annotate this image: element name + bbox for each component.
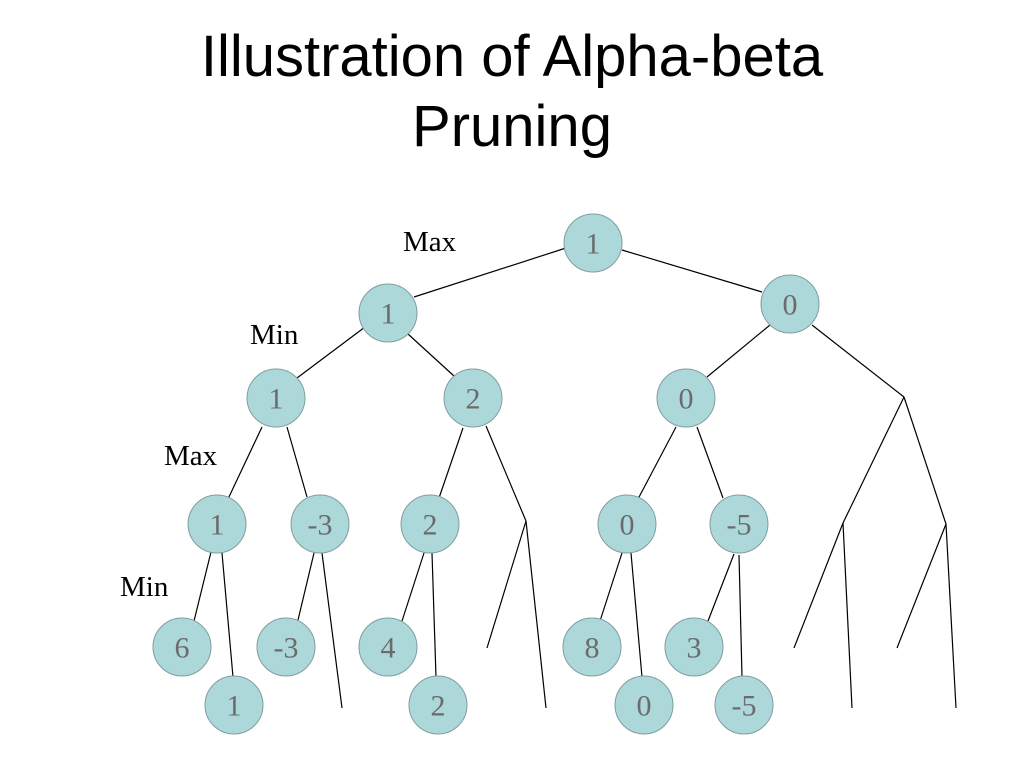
edge	[297, 552, 315, 621]
tree-nodes: 1 1 0 1 2 0 1 -3	[152, 213, 820, 735]
edge	[637, 426, 677, 500]
node-value: 2	[431, 690, 446, 723]
node-value: -3	[274, 632, 299, 665]
edge	[486, 520, 527, 649]
level-label-max: Max	[403, 226, 457, 258]
node-value: 1	[210, 509, 225, 542]
leaf-node: -3	[256, 617, 316, 677]
edge	[811, 324, 905, 398]
node-value: 1	[227, 690, 242, 723]
edge	[193, 551, 212, 622]
node-min-a1: 1	[187, 494, 247, 554]
leaf-node: 8	[562, 617, 622, 677]
node-max-a: 1	[246, 368, 306, 428]
node-value: 2	[466, 383, 481, 416]
edge	[413, 247, 567, 298]
edge	[696, 426, 724, 499]
node-min-b1: 2	[400, 494, 460, 554]
title-line-1: Illustration of Alpha-beta	[200, 24, 824, 89]
node-value: 0	[637, 690, 652, 723]
level-labels: Max Min Max Min	[120, 226, 457, 603]
edge	[407, 333, 455, 377]
edge	[842, 522, 853, 709]
node-min-a2: -3	[290, 494, 350, 554]
node-max-c: 0	[656, 368, 716, 428]
edge	[296, 326, 366, 379]
node-root: 1	[563, 213, 623, 273]
node-value: 2	[423, 509, 438, 542]
slide-title: Illustration of Alpha-beta Pruning	[0, 22, 1024, 162]
level-label-min: Min	[250, 319, 299, 351]
edge	[321, 552, 343, 709]
node-value: -3	[308, 509, 333, 542]
edge	[485, 425, 527, 522]
leaf-node: 6	[152, 617, 212, 677]
edge	[401, 552, 425, 622]
leaf-node: 1	[204, 675, 264, 735]
node-value: 0	[783, 289, 798, 322]
node-max-b: 2	[443, 368, 503, 428]
edge	[738, 554, 743, 678]
leaf-node: 0	[614, 675, 674, 735]
edge	[438, 427, 464, 499]
node-value: 6	[175, 632, 190, 665]
edge	[221, 552, 234, 678]
node-value: 1	[586, 228, 601, 261]
edge	[286, 426, 308, 498]
edge	[706, 324, 771, 378]
node-min-right: 0	[760, 274, 820, 334]
edge	[793, 522, 844, 649]
leaf-node: 3	[664, 617, 724, 677]
edge	[896, 523, 947, 649]
node-value: -5	[732, 690, 757, 723]
node-value: 0	[620, 509, 635, 542]
leaf-node: -5	[714, 675, 774, 735]
leaf-node: 4	[358, 617, 418, 677]
edge	[227, 426, 263, 500]
edge	[707, 553, 735, 622]
edge	[630, 552, 643, 678]
edge	[431, 552, 437, 678]
tree-edges	[193, 247, 957, 709]
node-value: 1	[269, 383, 284, 416]
leaf-node: 2	[408, 675, 468, 735]
node-value: 0	[679, 383, 694, 416]
level-label-min: Min	[120, 571, 169, 603]
edge	[599, 552, 623, 622]
edge	[621, 249, 763, 293]
edge	[945, 523, 957, 709]
node-value: -5	[727, 509, 752, 542]
node-min-left: 1	[358, 283, 418, 343]
level-label-max: Max	[164, 440, 218, 472]
edge	[842, 396, 905, 524]
node-value: 3	[687, 632, 702, 665]
edge	[525, 520, 547, 709]
title-line-2: Pruning	[412, 94, 612, 159]
node-value: 4	[381, 632, 396, 665]
node-value: 1	[381, 298, 396, 331]
node-min-c1: 0	[597, 494, 657, 554]
edge	[903, 396, 947, 525]
node-min-c2: -5	[709, 494, 769, 554]
node-value: 8	[585, 632, 600, 665]
